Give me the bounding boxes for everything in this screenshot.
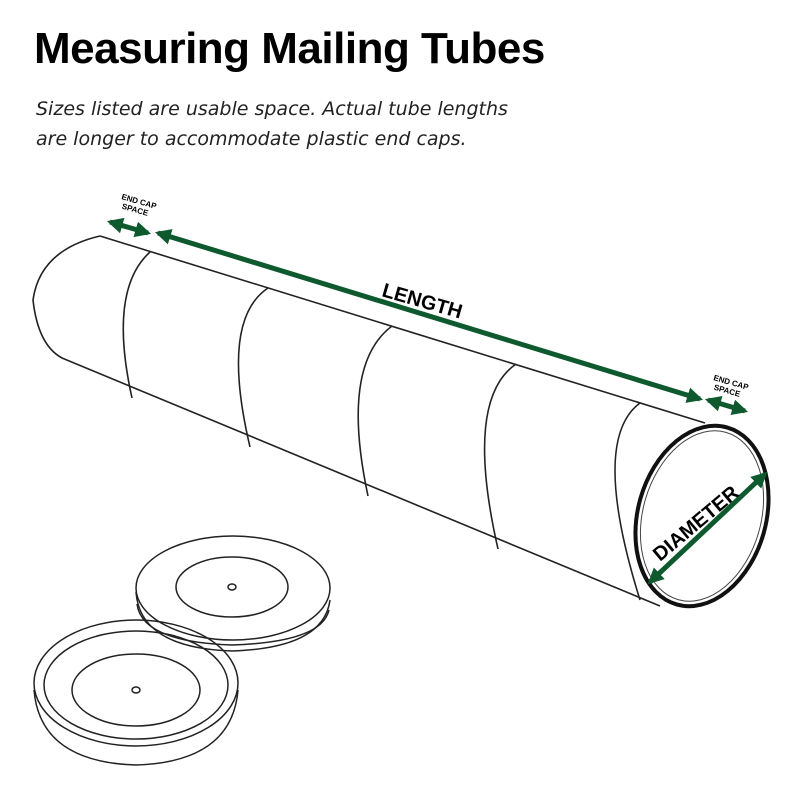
end-cap-top-face bbox=[135, 535, 331, 641]
end-cap-bottom bbox=[33, 619, 239, 766]
subtitle: Sizes listed are usable space. Actual tu… bbox=[36, 94, 508, 154]
end-cap-top-side bbox=[135, 591, 331, 652]
end-cap-bottom-side bbox=[33, 689, 239, 766]
diameter-arrow bbox=[647, 471, 768, 585]
end-cap-top-groove bbox=[136, 603, 330, 646]
end-cap-bottom-recess bbox=[71, 653, 201, 727]
end-cap-bottom-rim bbox=[33, 619, 239, 747]
tube-outline bbox=[32, 235, 706, 607]
end-cap-top bbox=[135, 535, 331, 652]
tube-seam-2 bbox=[237, 287, 269, 448]
length-arrow bbox=[154, 229, 704, 403]
end-cap-bottom-center-hole bbox=[131, 686, 141, 694]
subtitle-line-1: Sizes listed are usable space. Actual tu… bbox=[36, 98, 508, 120]
tube-seam-1 bbox=[122, 251, 151, 399]
end-cap-space-arrow-left bbox=[106, 217, 152, 238]
tube-seam-4 bbox=[483, 363, 517, 550]
end-cap-space-label-left: END CAP SPACE bbox=[118, 192, 160, 220]
tube-seam-5 bbox=[614, 402, 641, 601]
end-cap-space-arrow-right bbox=[704, 395, 749, 416]
page-title: Measuring Mailing Tubes bbox=[34, 24, 545, 73]
length-label: LENGTH bbox=[380, 280, 465, 324]
end-cap-top-center-hole bbox=[227, 583, 237, 591]
tube-seam-3 bbox=[357, 325, 393, 497]
end-cap-top-recess bbox=[175, 556, 289, 618]
end-cap-bottom-inner-rim bbox=[43, 630, 229, 740]
end-cap-space-label-right: END CAP SPACE bbox=[710, 373, 752, 401]
subtitle-line-2: are longer to accommodate plastic end ca… bbox=[36, 128, 467, 150]
